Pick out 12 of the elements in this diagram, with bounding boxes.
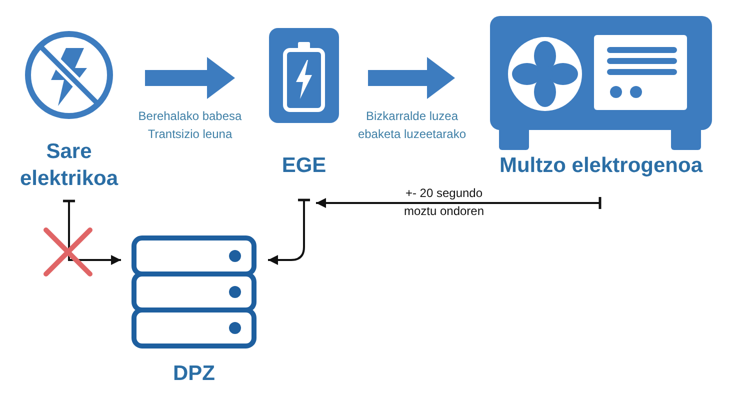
node-title: EGE [282,153,326,179]
node-title: DPZ [173,361,215,387]
block-arrow [368,57,455,99]
edge-label: +- 20 segundo moztu ondoren [402,185,486,220]
node-title: Sare elektrikoa [18,139,120,192]
connector-arrow [268,198,312,265]
node-title: Multzo elektrogenoa [499,153,703,179]
block-arrow [145,57,235,99]
edge-label: Berehalako babesa Trantsizio leuna [137,108,243,143]
edge-label: Bizkarralde luzea ebaketa luzeetarako [356,108,468,143]
connector-arrow [316,196,602,210]
connector-arrow [62,200,121,265]
